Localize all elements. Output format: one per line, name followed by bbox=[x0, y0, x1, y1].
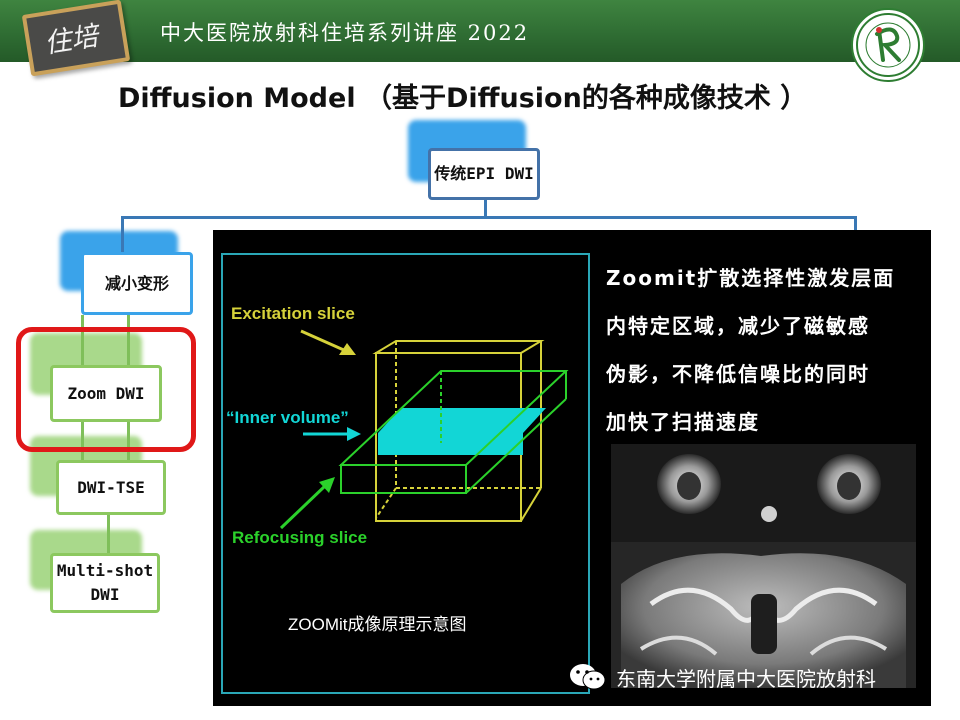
description-line: 内特定区域，减少了磁敏感 bbox=[606, 302, 926, 350]
tree-connector bbox=[107, 515, 110, 553]
tree-node-multi-shot-dwi: Multi-shot DWI bbox=[50, 553, 160, 613]
header-bar: 住培 中大医院放射科住培系列讲座 2022 bbox=[0, 0, 960, 62]
tree-connector bbox=[121, 216, 124, 252]
wechat-icon bbox=[568, 662, 608, 692]
mri-image bbox=[611, 444, 916, 688]
tree-node-reduce-distortion: 减小变形 bbox=[81, 252, 193, 315]
description-line: 伪影，不降低信噪比的同时 bbox=[606, 350, 926, 398]
watermark: 东南大学附属中大医院放射科 bbox=[568, 660, 930, 694]
badge-text: 住培 bbox=[41, 14, 100, 61]
diagram-caption: ZOOMit成像原理示意图 bbox=[288, 610, 467, 635]
tree-node-root: 传统EPI DWI bbox=[428, 148, 540, 200]
tree-connector bbox=[121, 216, 857, 219]
slide-title: Diffusion Model （基于Diffusion的各种成像技术 ） bbox=[118, 76, 807, 115]
header-title: 中大医院放射科住培系列讲座 2022 bbox=[160, 17, 529, 47]
hospital-logo-icon bbox=[851, 8, 925, 82]
description-text: Zoomit扩散选择性激发层面 内特定区域，减少了磁敏感 伪影，不降低信噪比的同… bbox=[606, 254, 926, 446]
tree-node-dwi-tse: DWI-TSE bbox=[56, 460, 166, 515]
label-excitation-slice: Excitation slice bbox=[231, 304, 355, 324]
chalkboard-badge: 住培 bbox=[22, 0, 130, 76]
label-inner-volume: “Inner volume” bbox=[226, 408, 349, 428]
description-line: 加快了扫描速度 bbox=[606, 398, 926, 446]
watermark-text: 东南大学附属中大医院放射科 bbox=[616, 663, 876, 692]
tree-connector bbox=[484, 200, 487, 217]
highlight-box bbox=[16, 327, 196, 452]
description-line: Zoomit扩散选择性激发层面 bbox=[606, 254, 926, 302]
label-refocusing-slice: Refocusing slice bbox=[232, 528, 367, 548]
